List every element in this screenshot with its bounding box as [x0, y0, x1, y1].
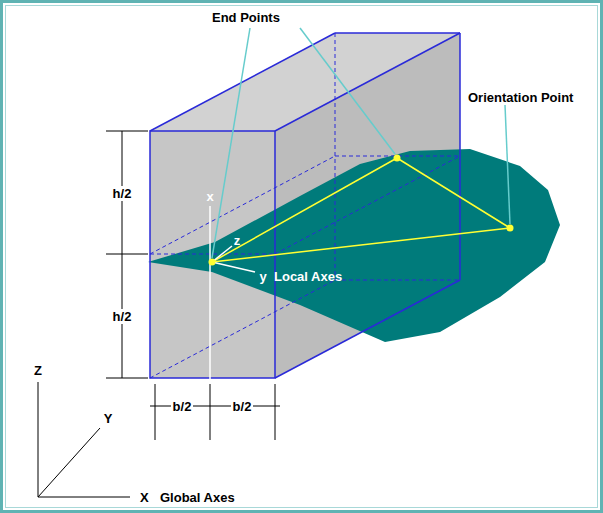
leader-lines — [212, 28, 510, 258]
points — [209, 155, 514, 266]
local-axes — [210, 206, 255, 425]
text-label: X — [140, 490, 149, 505]
box-edges — [150, 33, 460, 378]
text-label: Orientation Point — [468, 90, 573, 105]
text-label: b/2 — [231, 399, 254, 414]
text-label: y — [259, 269, 266, 284]
hidden-edges — [150, 33, 460, 378]
text-label: b/2 — [171, 399, 194, 414]
dimension-lines — [106, 131, 280, 440]
text-label: z — [234, 233, 241, 248]
text-label: Global Axes — [160, 490, 235, 505]
text-label: h/2 — [111, 186, 134, 201]
text-label: h/2 — [111, 309, 134, 324]
global-axes — [38, 382, 130, 497]
text-label: x — [206, 189, 213, 204]
text-label: Y — [104, 411, 113, 426]
axis-lines — [212, 158, 510, 262]
inner-frame — [6, 6, 598, 508]
text-label: Local Axes — [274, 269, 342, 284]
text-label: Z — [34, 363, 42, 378]
text-label: End Points — [212, 10, 280, 25]
